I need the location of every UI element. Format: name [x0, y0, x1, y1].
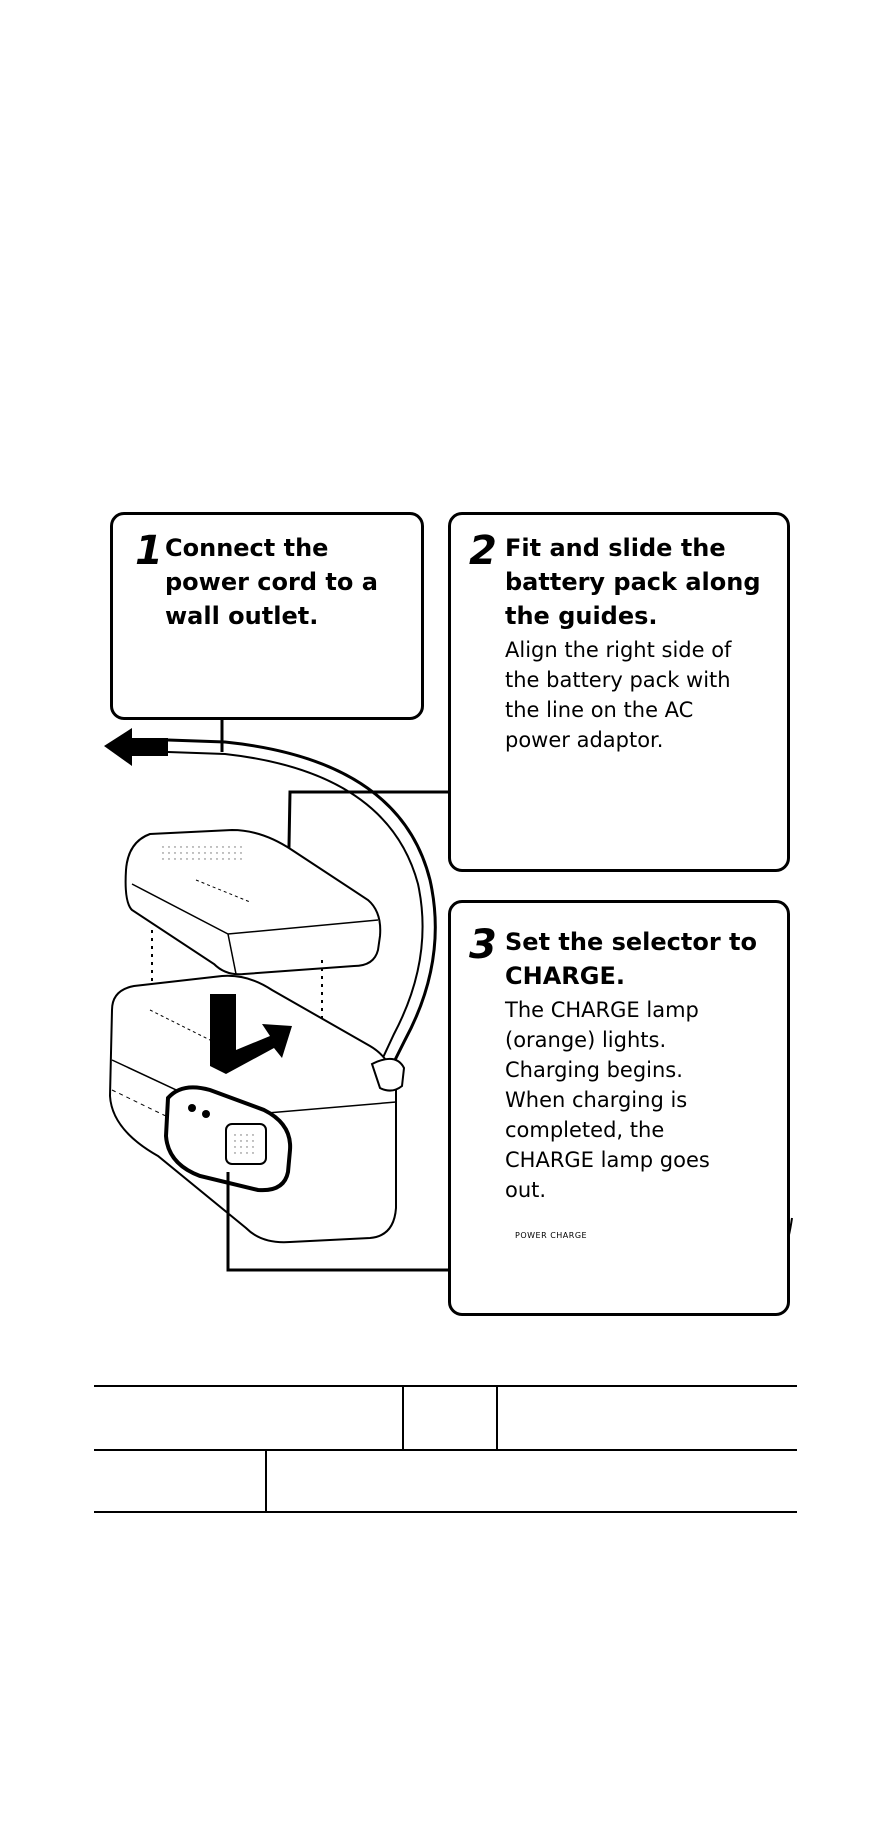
step-3-number: 3 — [469, 922, 497, 968]
step-3-title: Set the selector to CHARGE. — [505, 928, 757, 990]
step-3-box: 3 Set the selector to CHARGE. The CHARGE… — [448, 900, 790, 1316]
step-1-title: Connect the power cord to a wall outlet. — [165, 534, 378, 630]
step-1-number: 1 — [135, 528, 163, 574]
selector-panel-label: POWER CHARGE — [515, 1231, 588, 1240]
empty-table — [94, 1385, 797, 1513]
step-2-description: Align the right side of the battery pack… — [505, 638, 732, 752]
insert-arrow-icon — [210, 994, 292, 1074]
step-3-description: The CHARGE lamp (orange) lights. Chargin… — [505, 998, 710, 1202]
ac-power-adaptor — [108, 974, 406, 1244]
leader-line-3 — [226, 1172, 450, 1272]
arrow-left-icon — [104, 728, 168, 766]
step-2-box: 2 Fit and slide the battery pack along t… — [448, 512, 790, 872]
step-1-box: 1 Connect the power cord to a wall outle… — [110, 512, 424, 720]
power-cord-inner — [167, 751, 424, 1065]
step-2-title: Fit and slide the battery pack along the… — [505, 534, 761, 630]
step-2-number: 2 — [469, 528, 497, 574]
power-cord — [167, 738, 437, 1071]
battery-pack — [124, 828, 382, 976]
